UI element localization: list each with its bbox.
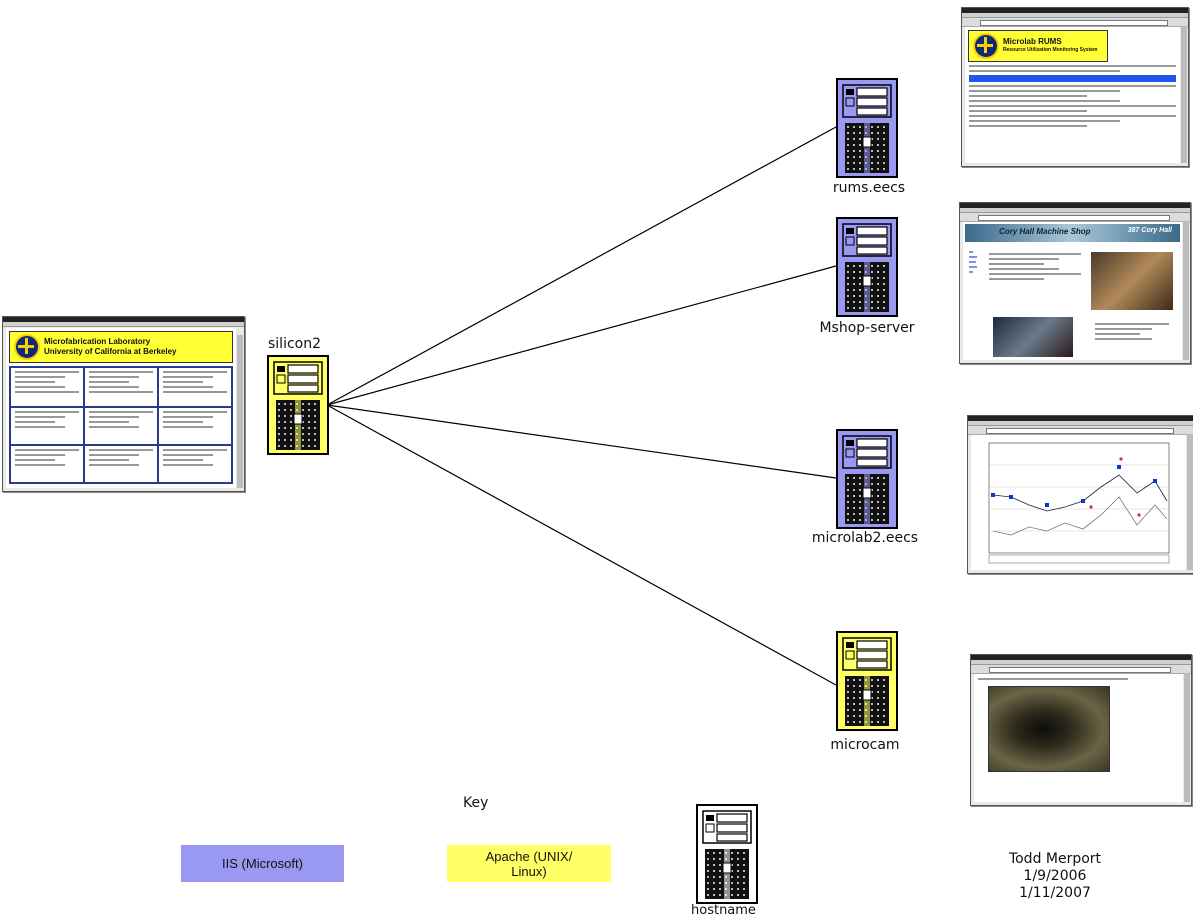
connection-line-1 [326,126,837,406]
rums-table-header [969,75,1176,82]
mshop-photo-machine [1091,252,1173,310]
connection-line-2 [326,265,837,406]
main-site-title-line2: University of California at Berkeley [44,347,177,356]
main-site-title-line1: Microfabrication Laboratory [44,337,151,346]
connection-lines [326,126,837,686]
connection-line-3 [326,404,837,479]
author-date-1: 1/9/2006 [1023,868,1087,884]
mshop-photo-worker [993,317,1073,357]
author-name: Todd Merport [1008,851,1102,867]
legend-server-icon [696,804,758,904]
main-site-banner: Microfabrication Laboratory University o… [9,331,233,363]
mshop-heading: Cory Hall Machine Shop [999,227,1091,236]
rums-site-thumbnail: Microlab RUMS Resource Utilization Monit… [961,7,1189,167]
central-server-icon [267,355,329,455]
mshop-side-nav [965,248,978,276]
mshop-room-tag: 387 Cory Hall [1127,227,1172,234]
mshop-site-thumbnail: Cory Hall Machine Shop 387 Cory Hall [959,202,1191,364]
connection-line-4 [326,404,837,686]
berkeley-seal-icon [973,33,999,59]
legend-apache-label: Apache (UNIX/ Linux) [485,848,573,879]
server-label-microlab2: microlab2.eecs [811,530,919,546]
webcam-site-thumbnail [970,654,1192,806]
webcam-image [988,686,1110,772]
author-block: Todd Merport 1/9/2006 1/11/2007 [990,851,1120,902]
author-date-2: 1/11/2007 [1019,885,1091,901]
key-title: Key [463,795,489,811]
rums-banner: Microlab RUMS Resource Utilization Monit… [968,30,1108,62]
rums-table-rows [965,85,1180,127]
berkeley-seal-icon [14,334,40,360]
legend-iis: IIS (Microsoft) [181,845,344,882]
server-label-microcam: microcam [830,737,900,753]
server-icons [267,78,898,904]
legend-hostname-label: hostname [691,903,756,918]
server-icon-2 [836,217,898,317]
chart-site-thumbnail [967,415,1193,574]
rums-title-line2: Resource Utilization Monitoring System [1003,47,1098,53]
thumbnail-line-chart [988,442,1170,564]
server-label-mshop: Mshop-server [819,320,915,336]
legend-iis-label: IIS (Microsoft) [222,856,303,871]
server-icon-4 [836,631,898,731]
mshop-header-banner: Cory Hall Machine Shop 387 Cory Hall [965,224,1180,242]
main-site-link-grid [9,366,233,484]
legend-apache: Apache (UNIX/ Linux) [447,845,611,882]
server-icon-3 [836,429,898,529]
central-server-label: silicon2 [268,336,322,352]
server-label-rums: rums.eecs [832,180,906,196]
server-icon-1 [836,78,898,178]
main-site-thumbnail: Microfabrication Laboratory University o… [2,316,245,492]
rums-title-line1: Microlab RUMS [1003,37,1062,46]
